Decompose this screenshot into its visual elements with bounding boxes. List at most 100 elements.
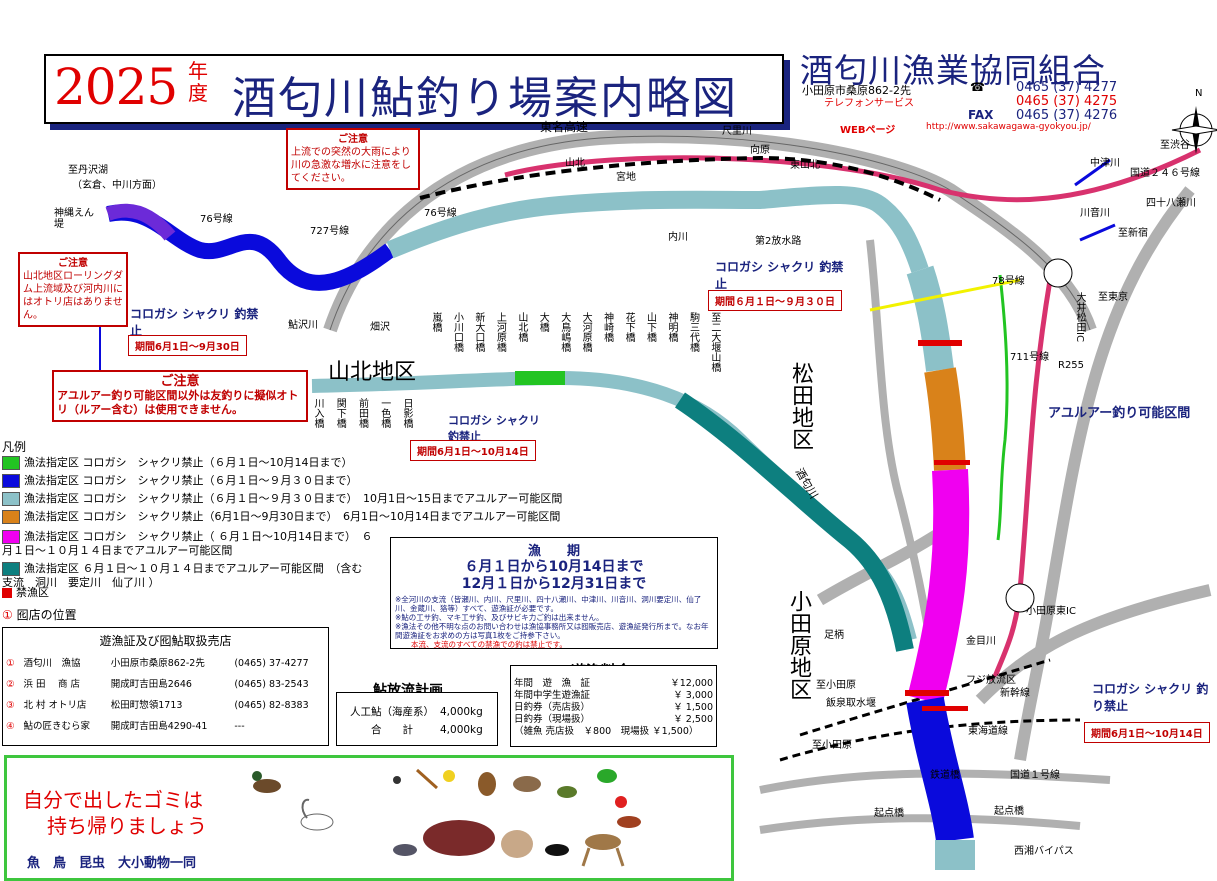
area-yamakita: 山北地区 (328, 360, 417, 385)
notice-upstream: ご注意 山北地区ローリングダム上流域及び河内川にはオトリ店はありません。 (18, 252, 128, 327)
ladybug-icon (615, 796, 627, 808)
bridge-label: 山下橋 (644, 312, 656, 342)
legend-item: 漁法指定区 コロガシ シャクリ禁止（６月１日～９月３０日まで） 10月1日～15… (2, 492, 562, 506)
area-odawara: 小田原地区 (786, 590, 811, 700)
label-kanagawa-weir: 神縄えん堤 (54, 208, 94, 230)
bridge-label: 嵐橋 (430, 312, 441, 332)
label-tokaido: 東海道線 (968, 726, 1008, 737)
legend-item: 漁法指定区 コロガシ シャクリ禁止（６月１日～９月３０日まで） (2, 474, 358, 488)
season-line-2: 12月１日から12月31日まで (461, 576, 647, 592)
ban-swatch (2, 588, 12, 598)
label-r78: 78号線 (992, 276, 1025, 287)
label-mukaihara: 向原 (750, 145, 770, 156)
label-oimatsuda-ic: 大井松田IC (1074, 292, 1085, 342)
bridge-label: 大鳥嶋橋 (558, 312, 570, 352)
area-lure-zone: アユルアー釣り可能区間 (1048, 406, 1191, 421)
swan-icon (300, 798, 334, 831)
label-daini-housui: 第2放水路 (755, 236, 802, 247)
river-lightblue (386, 186, 929, 273)
label-kiten-right: 起点橋 (994, 806, 1024, 817)
river-teal (675, 392, 914, 652)
notice-flood-title: ご注意 (338, 134, 368, 145)
ban-label-2: コロガシ シャクリ 釣禁止 (715, 260, 844, 291)
label-seisho: 西湘バイパス (1014, 846, 1074, 857)
road-255 (987, 279, 1053, 691)
river-purple-upper (105, 203, 176, 241)
table-row: 年間 遊 漁 証￥12,000 (514, 678, 713, 689)
label-higashiyamakita: 東山北 (790, 160, 820, 171)
season-note-2: ※鮎の工サ釣、マキ工サ釣、及びサビキ力ご釣は出来ません。 (395, 613, 604, 622)
compass-north: N (1195, 88, 1203, 99)
gotemba-line (419, 155, 941, 202)
label-r727: 727号線 (310, 226, 350, 237)
tel-service-label: テレフォンサービス (824, 98, 914, 109)
org-tel: 0465 (37) 4277 (1016, 80, 1118, 95)
notice-flood-text: 上流での突然の大雨により川の急激な増水に注意をしてください。 (291, 147, 411, 184)
table-row: 人工鮎（海産系）4,000kg (350, 706, 483, 718)
label-ayusawa: 鮎沢川 (288, 320, 318, 331)
legend-swatch (2, 510, 20, 524)
bird-icon (557, 786, 577, 798)
season-line-1: ６月１日から10月14日まで (464, 559, 644, 575)
pheasant-icon (617, 816, 641, 828)
bridge-label: 山北橋 (515, 312, 527, 342)
fax-label: FAX (968, 108, 994, 122)
label-ashigara: 足柄 (824, 630, 844, 641)
river-lightblue-right (906, 265, 954, 372)
label-miyaji: 宮地 (616, 172, 636, 183)
bridge-label: 新大口橋 (472, 312, 484, 352)
org-address: 小田原市桑原862-2先 (802, 84, 911, 97)
trash-line-1: 自分で出したゴミは (23, 788, 203, 812)
legend-item: 漁法指定区 コロガシ シャクリ禁止（6月1日～9月30日まで） 6月1日～10月… (2, 510, 560, 524)
legend-swatch (2, 562, 20, 576)
notice-upstream-text: 山北地区ローリングダム上流域及び河内川にはオトリ店はありません。 (23, 271, 123, 321)
bridge-label: 日影橋 (401, 398, 412, 428)
area-matsuda: 松田地区 (788, 362, 813, 450)
bridge-label: 前田橋 (356, 398, 368, 428)
bridges-lower: 川入橋 関下橋 前田橋 一色橋 日影橋 (312, 398, 412, 454)
label-r76b: 76号線 (424, 208, 457, 219)
notice-flood: ご注意 上流での突然の大雨により川の急激な増水に注意をしてください。 (286, 128, 420, 190)
squirrel-icon (513, 776, 541, 792)
animals-illustration (252, 768, 641, 867)
seisho-bypass (759, 814, 1081, 834)
frog-icon (597, 769, 617, 783)
bridge-label: 一色橋 (378, 398, 390, 428)
label-r246: 国道２４６号線 (1130, 168, 1200, 179)
title-nendo: 年度 (188, 59, 208, 105)
label-fuji-release: フジ放流区 (966, 675, 1016, 686)
notice-upstream-title: ご注意 (58, 258, 88, 269)
title-box: 2025 年度 酒匂川鮎釣り場案内略図 (44, 54, 784, 124)
label-kiten-left: 起点橋 (874, 808, 904, 819)
label-r255: R255 (1058, 360, 1085, 371)
table-row: 日釣券（売店扱）￥ 1,500 (514, 702, 713, 713)
boar-icon (423, 820, 495, 856)
odawara-atsugi (1014, 186, 1195, 761)
tokaido-line (779, 718, 1081, 762)
legend-ban: 禁漁区 (2, 586, 49, 600)
bridges-yamakita: 嵐橋 小川口橋 新大口橋 上河原橋 山北橋 大橋 大鳥嶋橋 大河原橋 神崎橋 花… (430, 312, 720, 372)
web-url[interactable]: http://www.sakawagawa-gyokyou.jp/ (926, 122, 1091, 132)
bridge-label: 上河原橋 (494, 312, 506, 352)
season-note-3: ※漁法その他不明な点のお問い合わせは漁協事務所又は囮販売店、遊漁証発行所まで。な… (395, 622, 709, 640)
label-kakumegawa: 尺里川 (722, 126, 752, 137)
owl-icon (478, 772, 496, 796)
label-hatazawa: 畑沢 (370, 322, 390, 333)
fee-box: 年間 遊 漁 証￥12,000 年間中学生遊漁証￥ 3,000 日釣券（売店扱）… (510, 665, 717, 747)
label-r76a: 76号線 (200, 214, 233, 225)
legend-swatch (2, 492, 20, 506)
bridge-label: 大橋 (537, 312, 549, 332)
ban-period-2: 期間６月１日～９月３０日 (708, 290, 842, 311)
trash-line-2: 持ち帰りましょう (47, 814, 207, 838)
season-note-1: ※全河川の支流（皆瀬川、内川、尺里川、四十八瀬川、中津川、川音川、洞川要定川、仙… (395, 595, 702, 613)
bridge-label: 関下橋 (334, 398, 346, 428)
tel-icon: ☎ (970, 80, 985, 94)
bridge-label: 大河原橋 (580, 312, 592, 352)
ban-label-3: コロガシ シャクリ 釣禁止 (448, 414, 540, 443)
